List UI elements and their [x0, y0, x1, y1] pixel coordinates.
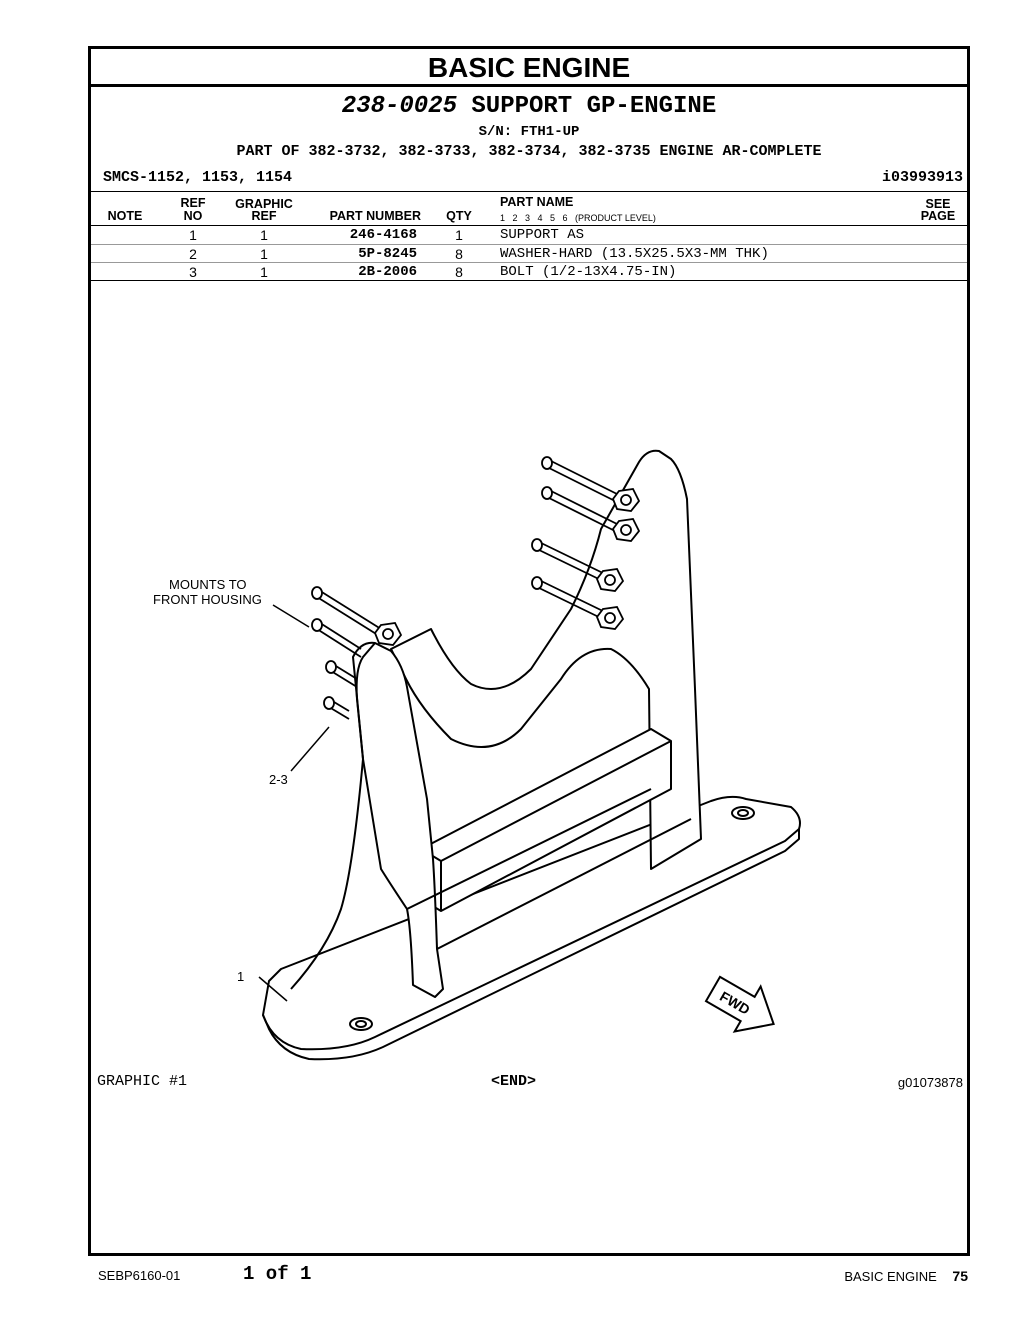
ref-no: 1	[189, 227, 197, 243]
graphic-label: GRAPHIC #1	[97, 1073, 188, 1090]
page-number: 75	[952, 1268, 968, 1284]
table-row: 1 1 246-4168 1 SUPPORT AS	[91, 226, 967, 244]
smcs-codes: SMCS-1152, 1153, 1154	[103, 169, 293, 186]
col-graphic-bottom: REF	[251, 209, 277, 223]
bolt-icon	[323, 696, 350, 720]
document-id: i03993913	[881, 169, 963, 186]
col-part-number: PART NUMBER	[329, 209, 421, 223]
serial-number: S/N: FTH1-UP	[478, 124, 580, 140]
ref-no: 3	[189, 264, 197, 280]
document-number: SEBP6160-01	[98, 1268, 181, 1283]
col-see-bottom: PAGE	[920, 209, 956, 223]
col-ref-top: REF	[180, 196, 206, 210]
callout-mount-line2: FRONT HOUSING	[153, 592, 262, 607]
graphic-id: g01073878	[897, 1075, 963, 1090]
qty: 1	[455, 227, 463, 243]
group-title: 238-0025 SUPPORT GP-ENGINE	[91, 93, 967, 120]
col-graphic-top: GRAPHIC	[235, 197, 293, 211]
qty: 8	[455, 264, 463, 280]
column-header-divider	[91, 225, 967, 226]
header-divider	[91, 191, 967, 192]
part-of-line: PART OF 382-3732, 382-3733, 382-3734, 38…	[236, 143, 822, 160]
part-name: WASHER-HARD (13.5X25.5X3-MM THK)	[500, 246, 769, 262]
col-ref-bottom: NO	[183, 209, 203, 223]
qty: 8	[455, 246, 463, 262]
col-part-name: PART NAME	[500, 195, 574, 209]
part-number: 246-4168	[349, 227, 417, 243]
part-name: SUPPORT AS	[500, 227, 585, 243]
footer-section: BASIC ENGINE	[844, 1269, 937, 1284]
graphic-ref: 1	[260, 246, 268, 262]
page-frame: BASIC ENGINE 238-0025 SUPPORT GP-ENGINE …	[88, 46, 970, 1256]
callout-mount-line1: MOUNTS TO	[169, 577, 247, 592]
bolt-icon	[541, 486, 641, 542]
graphic-ref: 1	[260, 227, 268, 243]
col-see-top: SEE	[925, 197, 951, 211]
graphic-ref: 1	[260, 264, 268, 280]
bolt-icon	[311, 618, 362, 658]
part-number: 2B-2006	[358, 264, 417, 280]
section-title: BASIC ENGINE	[91, 49, 967, 87]
callout-support: 1	[237, 969, 244, 984]
page-count: 1 of 1	[243, 1263, 312, 1285]
row-divider	[91, 280, 967, 281]
bolt-icon	[311, 586, 403, 646]
col-product-levels: 1 2 3 4 5 6 (PRODUCT LEVEL)	[500, 213, 656, 223]
ref-no: 2	[189, 246, 197, 262]
group-number: 238-0025	[341, 93, 457, 120]
table-row: 3 1 2B-2006 8 BOLT (1/2-13X4.75-IN)	[91, 263, 967, 281]
bolt-icon	[541, 456, 641, 512]
front-plate	[352, 641, 444, 998]
part-number: 5P-8245	[358, 246, 417, 262]
bolt-icon	[531, 538, 625, 592]
col-note: NOTE	[107, 209, 143, 223]
end-marker: <END>	[491, 1073, 537, 1090]
row-divider	[91, 244, 967, 245]
callout-bolts: 2-3	[269, 772, 288, 787]
row-divider	[91, 262, 967, 263]
bolt-icon	[325, 660, 358, 688]
part-name: BOLT (1/2-13X4.75-IN)	[500, 264, 677, 280]
table-row: 2 1 5P-8245 8 WASHER-HARD (13.5X25.5X3-M…	[91, 245, 967, 263]
fwd-arrow-icon: FWD	[704, 975, 775, 1033]
group-name: SUPPORT GP-ENGINE	[471, 93, 717, 120]
page-footer-right: BASIC ENGINE 75	[844, 1268, 968, 1284]
support-illustration: FWD MOUNTS TO FRONT HOUSING 2-3 1	[153, 449, 801, 1061]
rear-plate	[390, 449, 702, 870]
bolt-icon	[531, 576, 625, 630]
col-qty: QTY	[446, 209, 472, 223]
